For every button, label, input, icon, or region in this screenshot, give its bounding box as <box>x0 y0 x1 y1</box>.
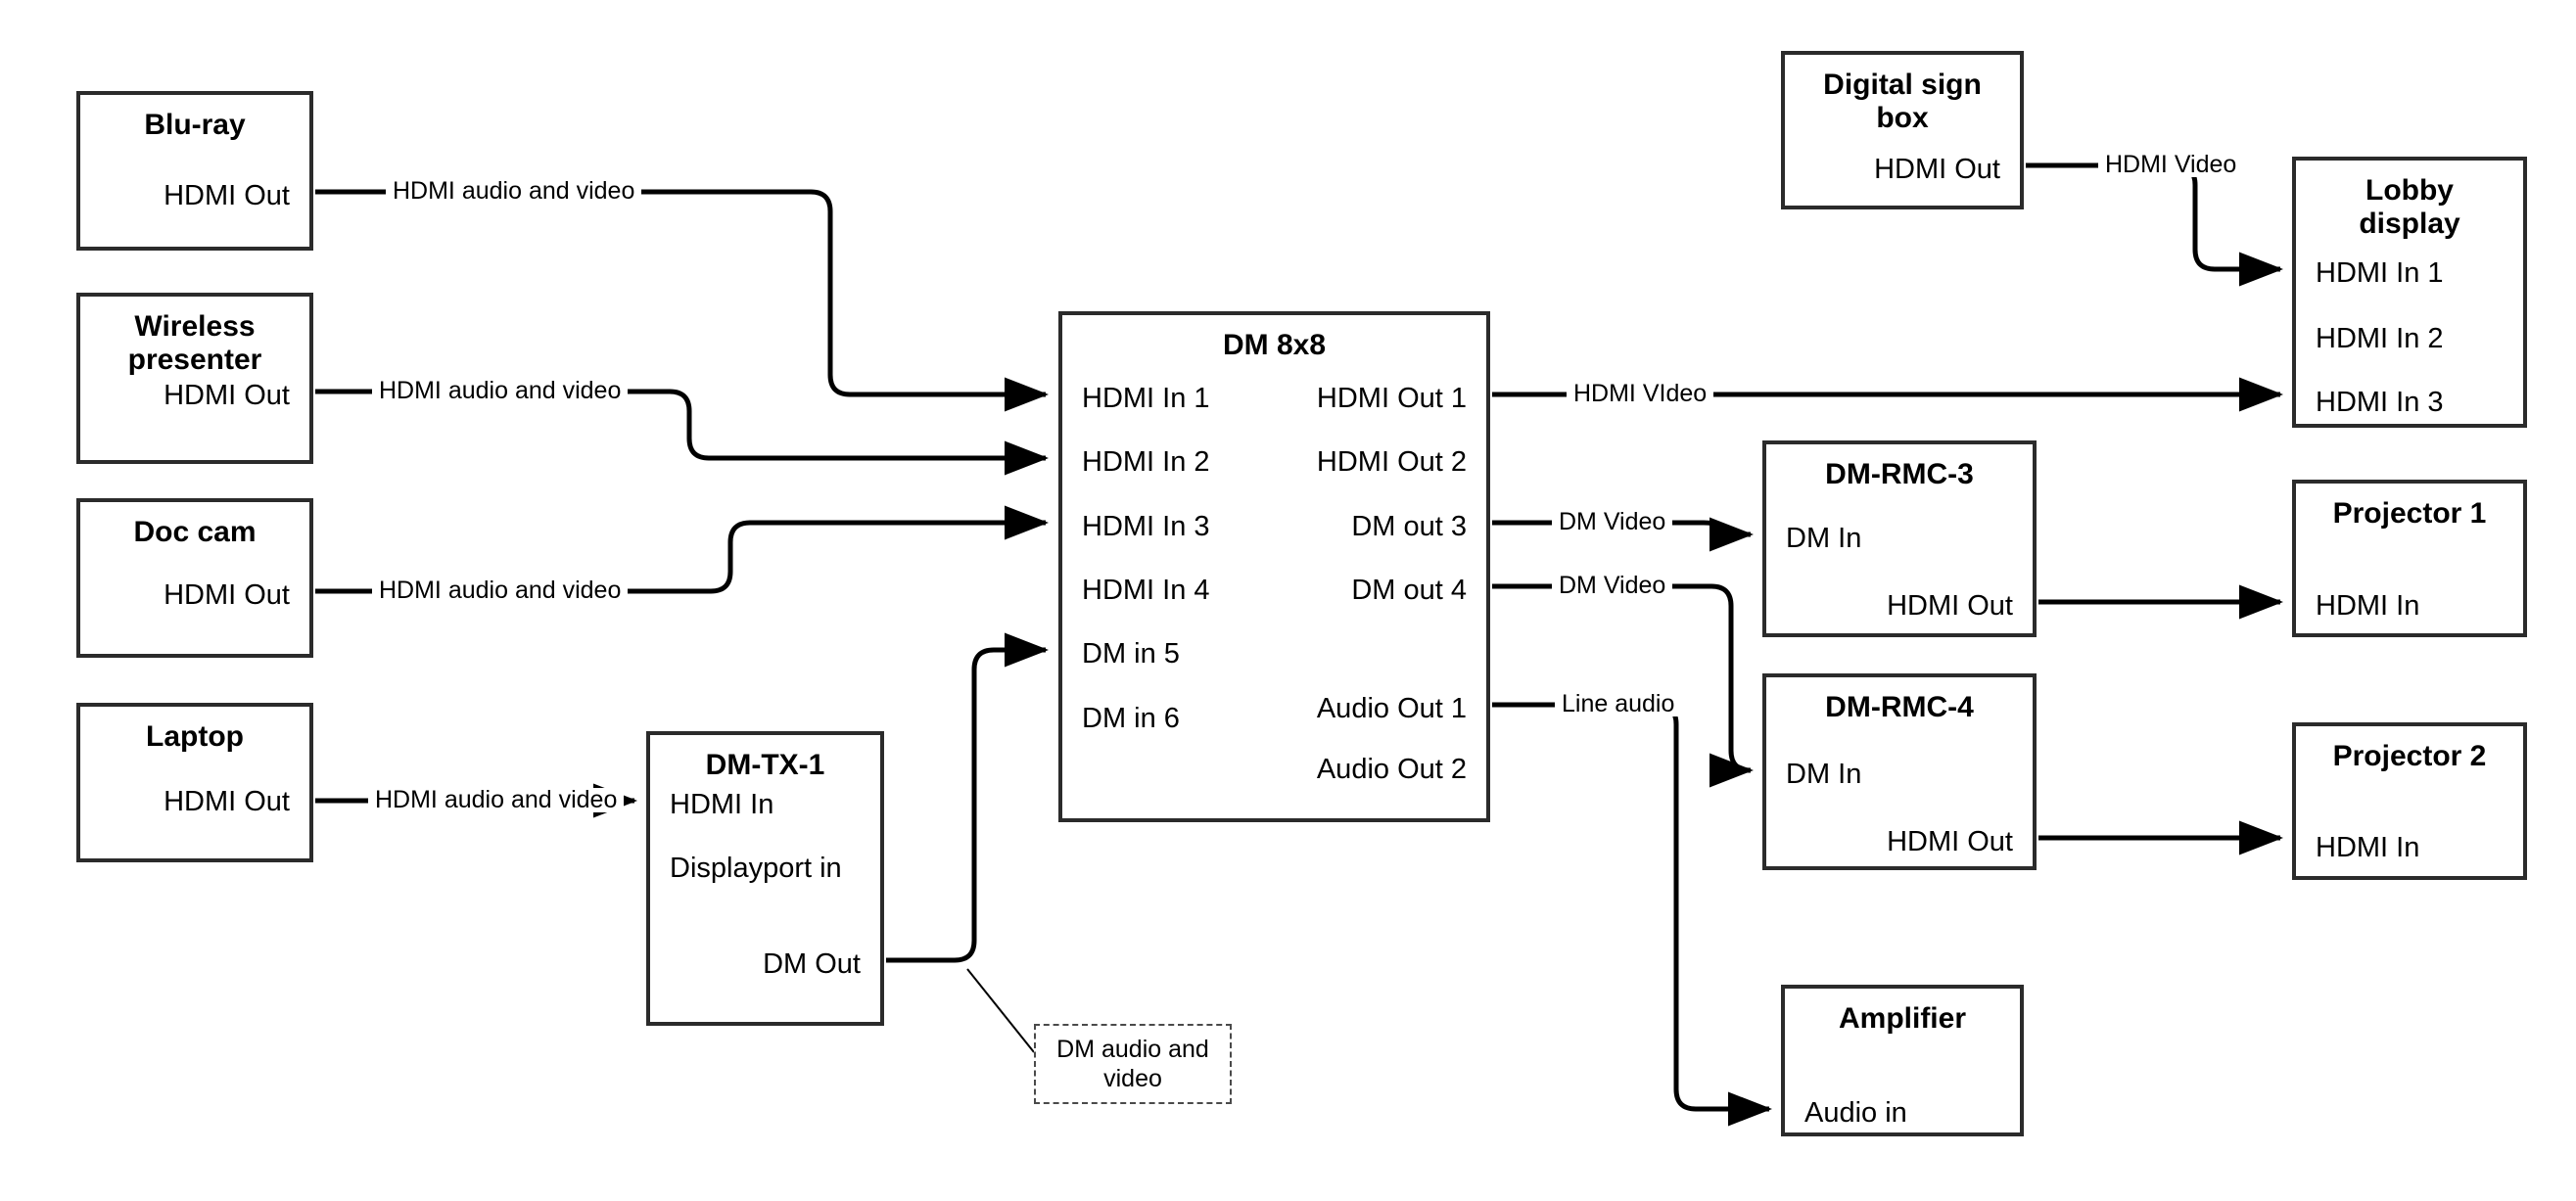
port-wireless-presenter-hdmi-out[interactable]: HDMI Out <box>164 380 290 411</box>
port-digital-sign-box-hdmi-out[interactable]: HDMI Out <box>1874 154 2000 185</box>
device-title-projector-2: Projector 2 <box>2332 740 2487 772</box>
port-dm-8x8-hdmi-in-3[interactable]: HDMI In 3 <box>1082 511 1210 542</box>
port-dm-8x8-hdmi-in-2[interactable]: HDMI In 2 <box>1082 446 1210 478</box>
port-blu-ray-hdmi-out[interactable]: HDMI Out <box>164 180 290 211</box>
device-title-doc-cam: Doc cam <box>133 516 257 548</box>
port-dm-8x8-hdmi-out-2[interactable]: HDMI Out 2 <box>1316 446 1467 478</box>
wire-dm-out-4-to-rmc-4 <box>1492 583 1755 788</box>
port-dm-rmc-4-hdmi-out[interactable]: HDMI Out <box>1887 826 2013 857</box>
wire-label-laptop-to-dm-tx-1: HDMI audio and video <box>368 788 625 812</box>
device-title-dm-rmc-4: DM-RMC-4 <box>1825 691 1974 723</box>
device-title-amplifier: Amplifier <box>1838 1002 1967 1035</box>
wire-sign-box-to-lobby-in-1 <box>2026 162 2284 287</box>
wire-label-bluray-to-hdmi-in-1: HDMI audio and video <box>386 179 642 204</box>
device-box-dm-rmc-4[interactable]: DM-RMC-4 DM In HDMI Out <box>1762 673 2037 870</box>
device-title-dm-rmc-3: DM-RMC-3 <box>1825 458 1974 490</box>
device-title-digital-sign-box: Digital sign box <box>1823 69 1982 134</box>
wire-callout-leader <box>966 968 1035 1053</box>
port-projector-2-hdmi-in[interactable]: HDMI In <box>2316 832 2420 863</box>
port-dm-8x8-hdmi-out-1[interactable]: HDMI Out 1 <box>1316 383 1467 414</box>
device-title-blu-ray: Blu-ray <box>144 109 246 141</box>
port-amplifier-audio-in[interactable]: Audio in <box>1804 1097 1907 1129</box>
port-lobby-display-hdmi-in-1[interactable]: HDMI In 1 <box>2316 257 2444 289</box>
device-box-projector-2[interactable]: Projector 2 HDMI In <box>2292 722 2527 880</box>
device-title-laptop: Laptop <box>146 720 244 753</box>
callout-dm-audio-video-note: DM audio and video <box>1034 1024 1232 1104</box>
wire-label-dm-out-4-to-rmc-4: DM Video <box>1552 574 1673 598</box>
port-lobby-display-hdmi-in-2[interactable]: HDMI In 2 <box>2316 323 2444 354</box>
port-dm-8x8-dm-in-5[interactable]: DM in 5 <box>1082 638 1180 670</box>
port-dm-rmc-4-dm-in[interactable]: DM In <box>1786 759 1862 790</box>
wire-label-doccam-to-hdmi-in-3: HDMI audio and video <box>372 578 629 603</box>
port-laptop-hdmi-out[interactable]: HDMI Out <box>164 786 290 817</box>
device-title-projector-1: Projector 1 <box>2332 497 2487 530</box>
port-doc-cam-hdmi-out[interactable]: HDMI Out <box>164 579 290 611</box>
port-dm-rmc-3-hdmi-out[interactable]: HDMI Out <box>1887 590 2013 622</box>
port-lobby-display-hdmi-in-3[interactable]: HDMI In 3 <box>2316 387 2444 418</box>
port-dm-8x8-hdmi-in-4[interactable]: HDMI In 4 <box>1082 575 1210 606</box>
port-dm-tx-1-hdmi-in[interactable]: HDMI In <box>670 789 774 820</box>
device-title-lobby-display: Lobby display <box>2359 174 2460 240</box>
device-box-dm-rmc-3[interactable]: DM-RMC-3 DM In HDMI Out <box>1762 440 2037 637</box>
port-dm-8x8-hdmi-in-1[interactable]: HDMI In 1 <box>1082 383 1210 414</box>
port-dm-8x8-audio-out-2[interactable]: Audio Out 2 <box>1316 754 1467 785</box>
wire-label-sign-box-to-lobby-in-1: HDMI Video <box>2098 153 2244 177</box>
wire-label-wireless-to-hdmi-in-2: HDMI audio and video <box>372 379 629 403</box>
port-dm-tx-1-displayport-in[interactable]: Displayport in <box>670 853 842 884</box>
port-dm-8x8-dm-out-3[interactable]: DM out 3 <box>1351 511 1467 542</box>
port-projector-1-hdmi-in[interactable]: HDMI In <box>2316 590 2420 622</box>
device-title-dm-8x8: DM 8x8 <box>1222 329 1327 361</box>
wire-label-dm-out-3-to-rmc-3: DM Video <box>1552 510 1673 534</box>
device-title-wireless-presenter: Wireless presenter <box>127 310 262 376</box>
wire-bluray-to-hdmi-in-1 <box>315 189 1050 412</box>
port-dm-8x8-audio-out-1[interactable]: Audio Out 1 <box>1316 693 1467 724</box>
wire-audio-out-1-to-amplifier <box>1492 702 1773 1127</box>
wire-label-hdmi-out-1-to-lobby-in-3: HDMI VIdeo <box>1567 382 1714 406</box>
port-dm-tx-1-dm-out[interactable]: DM Out <box>763 948 861 980</box>
port-dm-8x8-dm-in-6[interactable]: DM in 6 <box>1082 703 1180 734</box>
wire-dm-tx-1-to-dm-in-5 <box>886 632 1050 963</box>
port-dm-8x8-dm-out-4[interactable]: DM out 4 <box>1351 575 1467 606</box>
port-dm-rmc-3-dm-in[interactable]: DM In <box>1786 523 1862 554</box>
device-box-projector-1[interactable]: Projector 1 HDMI In <box>2292 480 2527 637</box>
wire-label-audio-out-1-to-amplifier: Line audio <box>1555 692 1682 716</box>
device-title-dm-tx-1: DM-TX-1 <box>705 749 825 781</box>
